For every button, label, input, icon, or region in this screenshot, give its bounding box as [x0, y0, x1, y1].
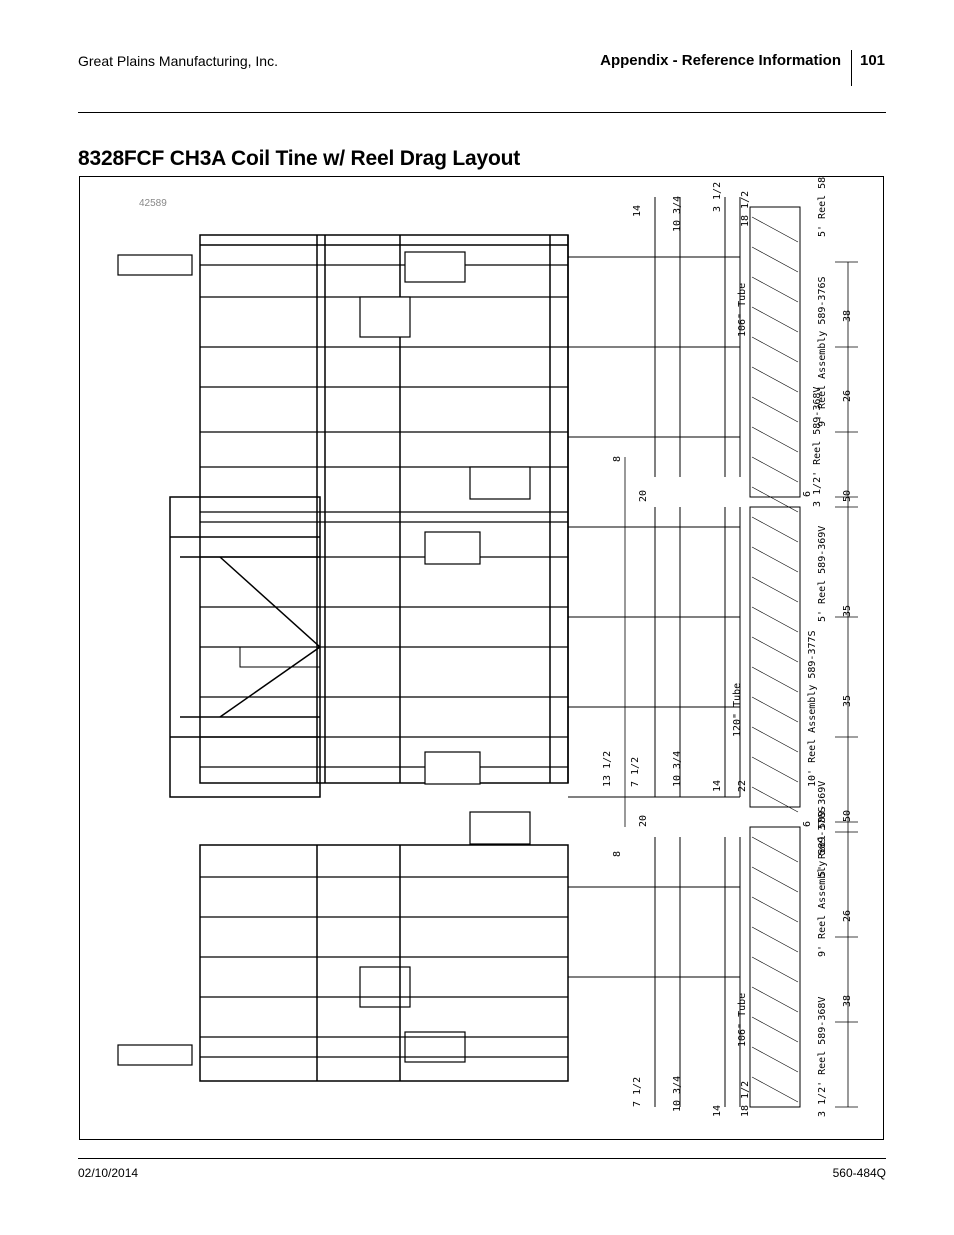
dimension-label: 26	[842, 390, 853, 402]
diagram-drawing: 14 10 3/4 3 1/2 18 1/2 8 20 13 1/2 7 1/2 10 3/4 1…	[117, 177, 858, 1117]
dimension-label: 14	[632, 205, 643, 217]
callout-label: 5' Reel 589-369V	[817, 526, 828, 622]
dimension-label: 38	[842, 310, 853, 322]
dimension-label: 3 1/2	[712, 182, 723, 212]
dimension-label: 10 3/4	[672, 751, 683, 787]
footer-date: 02/10/2014	[78, 1166, 139, 1180]
dimension-label: 6	[802, 491, 813, 497]
dimension-label: 38	[842, 995, 853, 1007]
callout-label: 10' Reel Assembly 589-377S	[807, 630, 818, 787]
dimension-label: 7 1/2	[632, 1077, 643, 1107]
callout-label: 9' Reel Assembly 589-376S	[817, 276, 828, 427]
dimension-label: 14	[712, 1105, 723, 1117]
callout-label: 5' Reel 589-369V	[817, 781, 828, 877]
page-number: 101	[860, 52, 886, 69]
header-rule	[78, 112, 886, 113]
callout-label: 120" Tube	[732, 683, 743, 737]
dimension-label: 13 1/2	[602, 751, 613, 787]
dimension-label: 20	[638, 490, 649, 502]
dimension-label: 8	[612, 851, 623, 857]
dimension-label: 35	[842, 605, 853, 617]
callout-label: 106" Tube	[737, 993, 748, 1047]
company-name: Great Plains Manufacturing, Inc.	[78, 53, 278, 69]
figure-id: 42589	[139, 198, 167, 209]
section-title: Appendix - Reference Information	[600, 52, 841, 69]
dimension-label: 14	[712, 780, 723, 792]
dimension-label: 26	[842, 910, 853, 922]
dimension-label: 35	[842, 695, 853, 707]
callout-label: 5' Reel 589-369V	[817, 177, 828, 237]
callout-label: 3 1/2' Reel 589-368V	[812, 387, 823, 507]
dimension-label: 50	[842, 810, 853, 822]
dimension-label: 8	[612, 456, 623, 462]
dimension-label: 6	[802, 821, 813, 827]
dimension-label: 10 3/4	[672, 196, 683, 232]
callout-label: 106" Tube	[737, 283, 748, 337]
dimension-label: 18 1/2	[740, 191, 751, 227]
dimension-label: 7 1/2	[630, 757, 641, 787]
dimension-label: 10 3/4	[672, 1076, 683, 1112]
footer-rule	[78, 1158, 886, 1159]
callout-label: 9' Reel Assembly 589-376S	[817, 806, 828, 957]
footer-doc-number: 560-484Q	[832, 1166, 886, 1180]
header-divider	[851, 50, 852, 86]
dimension-label: 22	[737, 780, 748, 792]
page-title: 8328FCF CH3A Coil Tine w/ Reel Drag Layo…	[78, 147, 521, 170]
dimension-label: 20	[638, 815, 649, 827]
dimension-label: 50	[842, 490, 853, 502]
callout-label: 3 1/2' Reel 589-368V	[817, 997, 828, 1117]
dimension-label: 18 1/2	[740, 1081, 751, 1117]
